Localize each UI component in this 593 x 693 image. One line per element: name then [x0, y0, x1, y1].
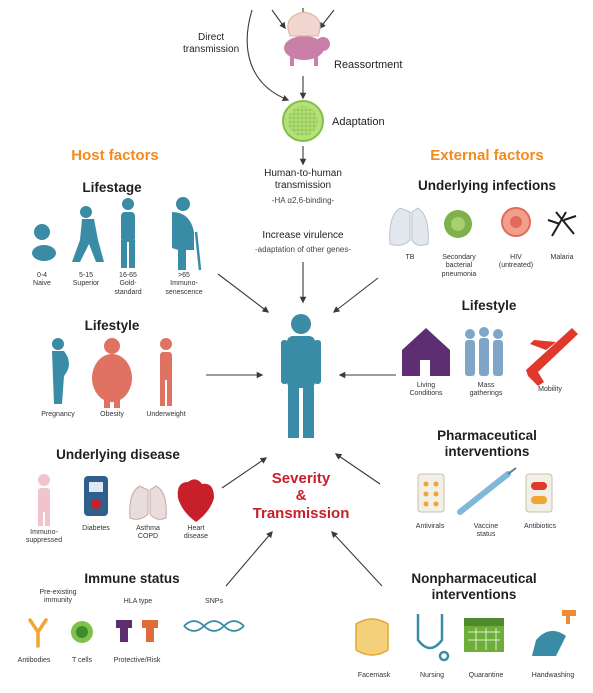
lifestage-figures: [32, 197, 202, 271]
adaptation-label: Adaptation: [332, 116, 385, 128]
infection-figures: [389, 207, 577, 246]
host-lifestyle-title: Lifestyle: [84, 318, 140, 333]
airplane-icon: [526, 328, 578, 386]
lifestage-title: Lifestage: [82, 180, 142, 195]
infant-icon: [32, 224, 56, 261]
nonpharma-item: Nursing: [419, 672, 445, 679]
virulence-subtitle: -adaptation of other genes-: [254, 245, 352, 254]
adult-icon: [121, 198, 135, 268]
nonpharma-figures: [355, 610, 576, 662]
antiviral-pills-icon: [417, 473, 445, 513]
severity-transmission-label: Severity&Transmission: [252, 470, 350, 522]
disease-item: Immuno-suppressed: [25, 529, 63, 545]
nonpharma-item: Quarantine: [468, 672, 504, 679]
reassortment-label: Reassortment: [334, 59, 403, 71]
underweight-icon: [160, 338, 172, 406]
immune-item: Protective/Risk: [113, 657, 161, 664]
house-icon: [402, 328, 450, 376]
immune-label: SNPs: [205, 598, 223, 605]
nonpharma-item: Facemask: [357, 672, 391, 679]
infections-title: Underlying infections: [417, 178, 557, 193]
external-factors-title: External factors: [430, 147, 544, 164]
pharma-item: Antivirals: [415, 523, 445, 530]
pharma-item: Antibiotics: [524, 523, 556, 530]
disease-title: Underlying disease: [56, 447, 180, 462]
immune-figures: [28, 618, 245, 648]
pig-icon: [284, 11, 330, 66]
immune-item: T cells: [71, 657, 93, 664]
mosquito-icon: [547, 211, 577, 237]
stethoscope-icon: [416, 614, 450, 662]
calendar-icon: [464, 618, 504, 652]
immune-item: Antibodies: [17, 657, 51, 664]
disease-item: Diabetes: [82, 525, 110, 532]
immune-label: HLA type: [123, 598, 153, 605]
immunosuppressed-icon: [38, 474, 50, 526]
crowd-icon: [465, 327, 503, 376]
host-lifestyle-item: Obesity: [100, 411, 124, 418]
facemask-icon: [355, 618, 389, 656]
virus-icon: [282, 100, 324, 142]
syringe-icon: [457, 467, 517, 515]
antibody-icon: [28, 618, 48, 648]
host-lifestyle-figures: [52, 338, 172, 408]
h2h-subtitle: -HA α2,6-binding-: [271, 196, 335, 205]
tb-lungs-icon: [389, 207, 429, 246]
tcell-icon: [71, 621, 93, 643]
pregnancy-icon: [52, 338, 69, 404]
infection-item: HIV(untreated): [498, 254, 534, 270]
elderly-icon: [172, 197, 202, 271]
disease-figures: [38, 474, 214, 526]
hla-icon: [116, 620, 158, 642]
dna-icon: [183, 620, 245, 632]
lungs-icon: [129, 485, 167, 520]
heart-icon: [177, 479, 214, 522]
host-lifestyle-item: Underweight: [146, 411, 186, 418]
external-lifestyle-item: Mobility: [538, 386, 562, 393]
diabetes-icon: [84, 476, 108, 516]
external-lifestyle-title: Lifestyle: [461, 298, 517, 313]
flow-arrows: [206, 8, 396, 587]
host-factors-title: Host factors: [71, 147, 159, 164]
infection-item: TB: [405, 254, 415, 261]
antibiotic-icon: [525, 473, 553, 513]
pharma-figures: [417, 467, 553, 515]
child-icon: [72, 206, 104, 262]
host-lifestyle-item: Pregnancy: [41, 411, 75, 418]
obesity-icon: [92, 338, 132, 408]
handwashing-icon: [532, 610, 576, 656]
external-lifestyle-figures: [402, 327, 578, 386]
virulence-title: Increase virulence: [262, 230, 344, 241]
hiv-icon: [501, 207, 531, 237]
immune-title: Immune status: [84, 571, 180, 586]
bacteria-icon: [444, 210, 472, 238]
central-person-icon: [281, 314, 321, 438]
nonpharma-item: Handwashing: [531, 672, 575, 679]
infection-item: Malaria: [550, 254, 574, 261]
